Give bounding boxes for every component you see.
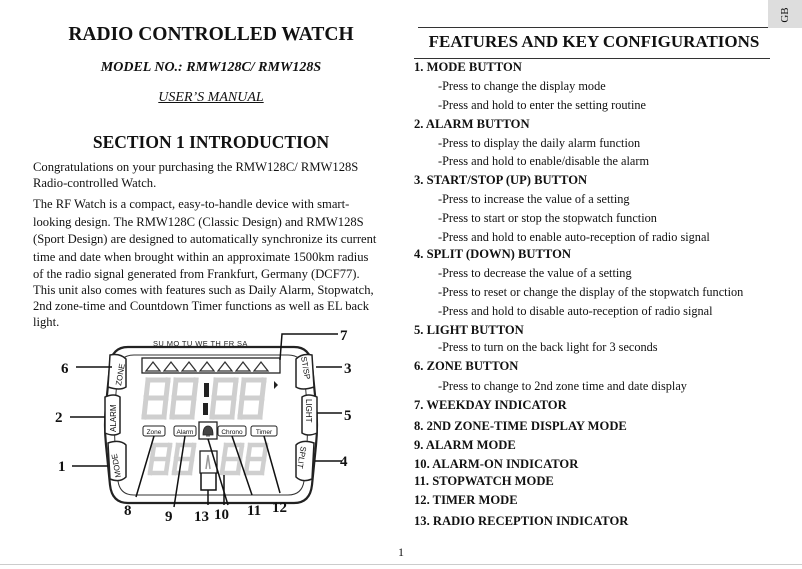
page-number: 1 xyxy=(398,545,404,559)
start-stop-button-label: ST/SP xyxy=(299,356,312,380)
feature-desc: -Press to reset or change the display of… xyxy=(438,285,744,299)
mode-label-zone-text: Zone xyxy=(147,429,162,436)
mode-label-chrono: Chrono xyxy=(217,425,247,437)
indicator-arrow xyxy=(274,381,278,389)
mode-button-label: MODE xyxy=(110,453,123,478)
feature-desc: -Press to start or stop the stopwatch fu… xyxy=(438,211,657,225)
model-number: MODEL NO.: RMW128C/ RMW128S xyxy=(100,60,322,75)
feature-heading-alarm-on: 10. ALARM-ON INDICATOR xyxy=(414,457,579,471)
alarm-button-label: ALARM xyxy=(109,404,118,432)
light-button[interactable]: LIGHT xyxy=(301,394,318,436)
paragraph-line: (Sport Design) are designed to automatic… xyxy=(33,232,377,246)
mode-label-alarm: Alarm xyxy=(173,425,197,437)
light-button-label: LIGHT xyxy=(304,399,313,423)
paragraph-line: Congratulations on your purchasing the R… xyxy=(33,160,359,174)
feature-desc: -Press to change the display mode xyxy=(438,79,606,93)
feature-heading-zone: 6. ZONE BUTTON xyxy=(414,359,519,373)
callout-9: 9 xyxy=(165,509,173,525)
feature-desc: -Press and hold to disable auto-receptio… xyxy=(438,304,713,318)
feature-heading-mode: 1. MODE BUTTON xyxy=(414,60,522,74)
paragraph-line: looking design. The RMW128C (Classic Des… xyxy=(33,214,364,229)
radio-reception-box xyxy=(199,450,218,474)
callout-3: 3 xyxy=(344,361,352,377)
callout-12: 12 xyxy=(272,500,287,516)
mode-label-timer-text: Timer xyxy=(256,429,273,436)
bell-icon xyxy=(202,425,214,437)
split-button-label: SPLIT xyxy=(295,446,308,470)
zone-button-label: ZONE xyxy=(114,363,127,386)
radio-tower-icon xyxy=(205,454,211,470)
alarm-button[interactable]: ALARM xyxy=(104,394,121,436)
feature-desc: -Press to display the daily alarm functi… xyxy=(438,136,641,150)
feature-heading-weekday: 7. WEEKDAY INDICATOR xyxy=(414,398,567,412)
paragraph-line: The RF Watch is a compact, easy-to-handl… xyxy=(33,197,350,211)
callout-10: 10 xyxy=(214,507,229,523)
callout-8: 8 xyxy=(124,503,132,519)
callout-1: 1 xyxy=(58,459,66,475)
weekday-labels: SU MO TU WE TH FR SA xyxy=(153,339,248,348)
header-rule-top xyxy=(418,27,768,28)
callout-5: 5 xyxy=(344,408,352,424)
mode-label-zone: Zone xyxy=(142,425,166,437)
feature-heading-2nd-zone: 8. 2ND ZONE-TIME DISPLAY MODE xyxy=(414,419,627,433)
language-tab-label: GB xyxy=(779,7,791,23)
colon-dot-upper xyxy=(204,383,209,397)
feature-heading-alarm: 2. ALARM BUTTON xyxy=(414,117,530,131)
paragraph-line: 2nd zone-time and Countdown Timer functi… xyxy=(33,299,370,313)
feature-desc: -Press and hold to enter the setting rou… xyxy=(438,98,646,112)
paragraph-line: of the radio signal generated from Frank… xyxy=(33,267,360,281)
weekday-triangles xyxy=(144,360,270,372)
feature-desc: -Press to change to 2nd zone time and da… xyxy=(438,379,687,393)
callout-7: 7 xyxy=(340,328,348,344)
section-heading: SECTION 1 INTRODUCTION xyxy=(92,132,330,152)
watch-diagram: SU MO TU WE TH FR SA Zone Alarm Chrono T… xyxy=(55,328,352,525)
colon-dot-lower xyxy=(203,403,208,415)
feature-desc: -Press to turn on the back light for 3 s… xyxy=(438,340,658,354)
feature-heading-stopwatch: 11. STOPWATCH MODE xyxy=(414,474,554,488)
feature-desc: -Press and hold to enable auto-reception… xyxy=(438,230,710,244)
mode-button[interactable]: MODE xyxy=(107,440,127,482)
manual-subtitle: USER’S MANUAL xyxy=(158,90,264,105)
callout-6: 6 xyxy=(61,361,69,377)
callout-lines xyxy=(70,333,342,508)
feature-heading-timer: 12. TIMER MODE xyxy=(414,493,518,507)
feature-heading-light: 5. LIGHT BUTTON xyxy=(414,323,524,337)
paragraph-line: Radio-controlled Watch. xyxy=(33,176,157,190)
callout-11: 11 xyxy=(247,503,261,519)
paragraph-line: time and date when brought within an app… xyxy=(33,249,369,264)
zone-button[interactable]: ZONE xyxy=(107,353,127,390)
features-heading: FEATURES AND KEY CONFIGURATIONS xyxy=(428,32,760,51)
header-rule-bottom xyxy=(414,58,770,59)
paragraph-line: This unit also comes with features such … xyxy=(33,283,374,297)
intro-paragraph-2: The RF Watch is a compact, easy-to-handl… xyxy=(33,196,401,284)
intro-paragraph-1: Congratulations on your purchasing the R… xyxy=(33,159,401,191)
start-stop-button[interactable]: ST/SP xyxy=(295,353,315,390)
language-tab xyxy=(768,0,802,28)
feature-desc: -Press to increase the value of a settin… xyxy=(438,192,630,206)
paragraph-line: light. xyxy=(33,315,60,329)
feature-heading-split: 4. SPLIT (DOWN) BUTTON xyxy=(414,247,571,261)
feature-heading-start-stop: 3. START/STOP (UP) BUTTON xyxy=(414,173,588,187)
feature-desc: -Press to decrease the value of a settin… xyxy=(438,266,632,280)
callout-2: 2 xyxy=(55,410,63,426)
mode-label-chrono-text: Chrono xyxy=(221,429,243,436)
callout-13: 13 xyxy=(194,509,209,525)
lcd-digits-bottom xyxy=(147,442,269,476)
split-button[interactable]: SPLIT xyxy=(295,440,315,482)
feature-heading-alarm-mode: 9. ALARM MODE xyxy=(414,438,516,452)
intro-paragraph-3: This unit also comes with features such … xyxy=(33,282,401,330)
mode-label-alarm-text: Alarm xyxy=(177,429,194,436)
feature-desc: -Press and hold to enable/disable the al… xyxy=(438,154,650,168)
weekday-indicator-box xyxy=(141,357,281,374)
lcd-digits-top xyxy=(141,377,267,420)
page-bottom-edge xyxy=(0,564,802,565)
mode-label-timer: Timer xyxy=(250,425,278,437)
feature-heading-radio: 13. RADIO RECEPTION INDICATOR xyxy=(414,514,629,528)
document-title: RADIO CONTROLLED WATCH xyxy=(68,24,354,45)
callout-4: 4 xyxy=(340,454,348,470)
